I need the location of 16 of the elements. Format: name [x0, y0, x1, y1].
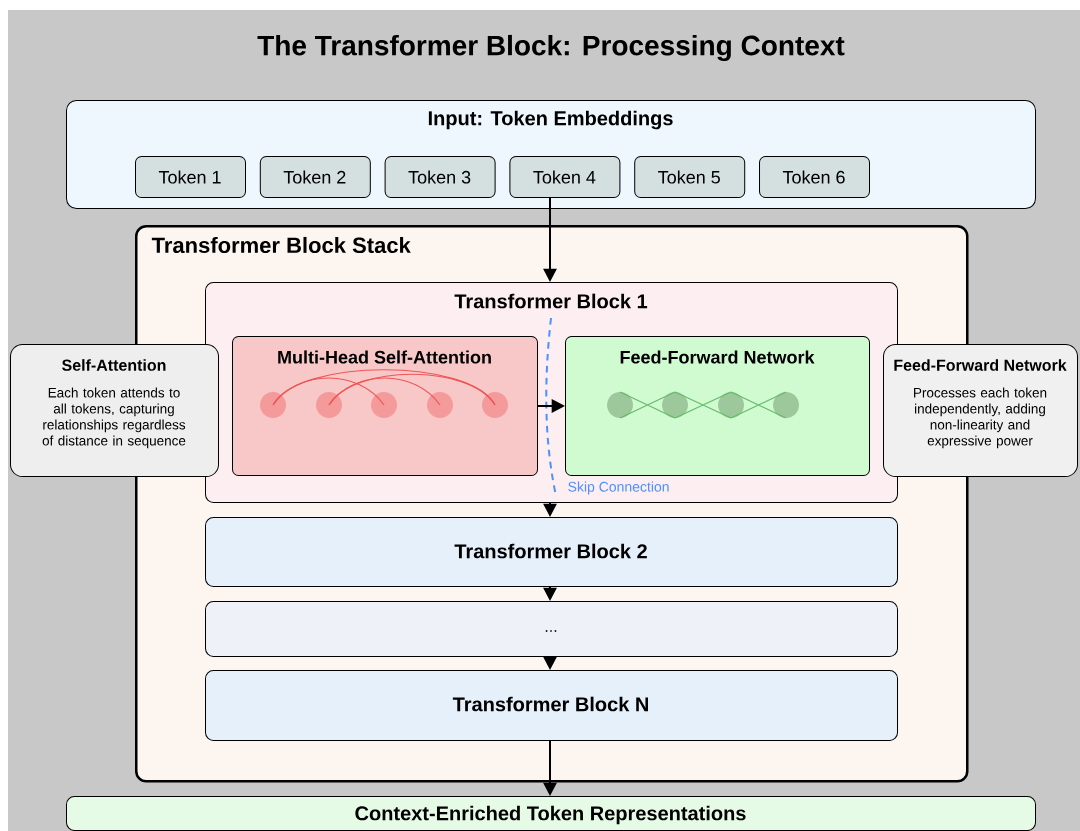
token-box: Token 1	[135, 156, 246, 198]
info-card: Self-Attention Each token attends to all tokens, capturing relationships regardless of distance in sequence	[10, 344, 219, 477]
block-box: Transformer Block N	[205, 670, 898, 741]
token-box: Token 5	[634, 156, 746, 198]
output-box: Context-Enriched Token Representations	[66, 796, 1036, 831]
block-box: ...	[205, 601, 898, 657]
feed-forward-box: Feed-Forward Network	[565, 336, 870, 476]
attention-box: Multi-Head Self-Attention	[232, 336, 538, 476]
skip-connection-label: Skip Connection	[568, 481, 669, 495]
title: The Transformer Block: Processing Context	[257, 34, 845, 62]
info-card: Feed-Forward Network Processes each token independently, adding non-linearity and expressive power	[883, 344, 1078, 477]
token-box: Token 3	[384, 156, 496, 198]
token-box: Token 4	[509, 156, 621, 198]
block-box: Transformer Block 2	[205, 517, 898, 587]
token-box: Token 6	[759, 156, 870, 198]
token-box: Token 2	[259, 156, 371, 198]
